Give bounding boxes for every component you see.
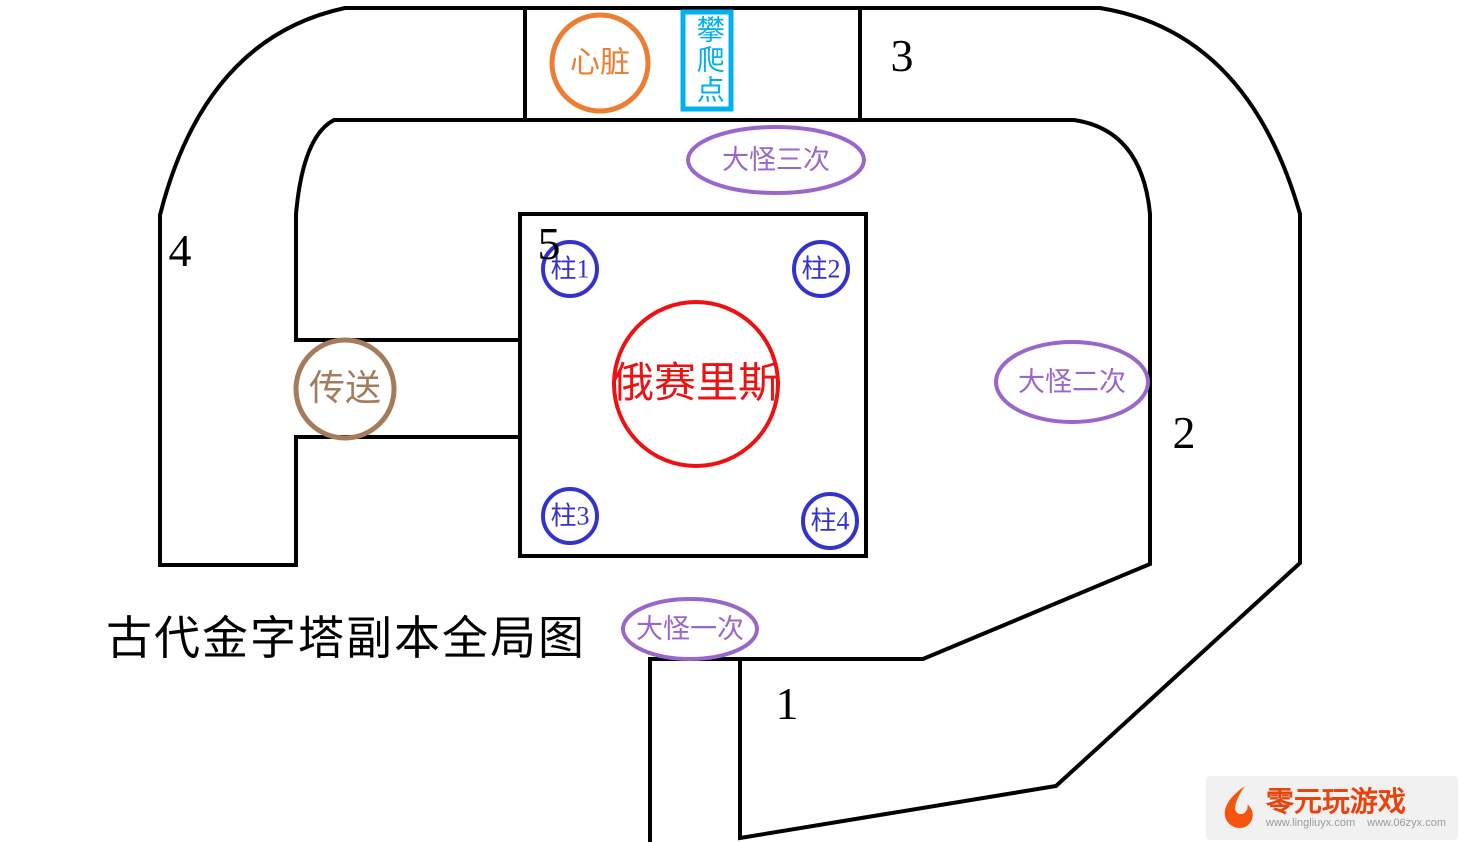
monster-thrice-ellipse <box>686 125 866 195</box>
room3-box <box>523 6 862 122</box>
pillar4-circle <box>801 492 859 550</box>
monster-once-ellipse <box>621 597 759 661</box>
pillar1-circle <box>541 240 599 298</box>
boss-room-box <box>518 212 868 558</box>
watermark-url-1: www.lingliuyx.com <box>1265 817 1356 830</box>
room3-label: 3 <box>890 29 914 81</box>
teleport-circle <box>293 337 397 441</box>
watermark-url-2: www.06zyx.com <box>1367 817 1446 830</box>
watermark-brand: 零元玩游戏 <box>1265 785 1406 817</box>
boss-label: 俄赛里斯 <box>611 360 781 407</box>
heart-label: 心脏 <box>570 46 630 80</box>
monster-once-label: 大怪一次 <box>636 613 744 644</box>
climb-point-box <box>680 9 734 112</box>
monster-twice-label: 大怪二次 <box>1018 366 1126 397</box>
monster-twice-ellipse <box>994 340 1150 424</box>
room5-label: 5 <box>537 217 561 269</box>
pillar2-circle <box>792 240 850 298</box>
pillar3-circle <box>541 487 599 545</box>
track-inner-wall <box>294 118 1152 842</box>
pillar3-label: 柱3 <box>550 501 590 531</box>
room1-label: 1 <box>775 677 799 729</box>
watermark-urls: www.lingliuyx.com www.06zyx.com <box>1266 817 1446 829</box>
boss-circle <box>612 300 780 468</box>
pillar4-label: 柱4 <box>810 506 850 536</box>
room2-label: 2 <box>1172 406 1196 458</box>
watermark: 零元玩游戏 www.lingliuyx.com www.06zyx.com <box>1205 776 1458 840</box>
monster-thrice-label: 大怪三次 <box>722 144 830 175</box>
room4-label: 4 <box>168 224 192 276</box>
heart-circle <box>549 12 651 114</box>
climb-point-label: 攀爬点 <box>692 15 724 105</box>
flame-logo-icon <box>1224 786 1253 829</box>
teleport-label: 传送 <box>308 368 382 409</box>
pillar1-label: 柱1 <box>550 254 590 284</box>
pillar2-label: 柱2 <box>801 254 841 284</box>
watermark-text: 零元玩游戏 www.lingliuyx.com www.06zyx.com <box>1265 785 1446 830</box>
map-title: 古代金字塔副本全局图 <box>106 613 586 664</box>
